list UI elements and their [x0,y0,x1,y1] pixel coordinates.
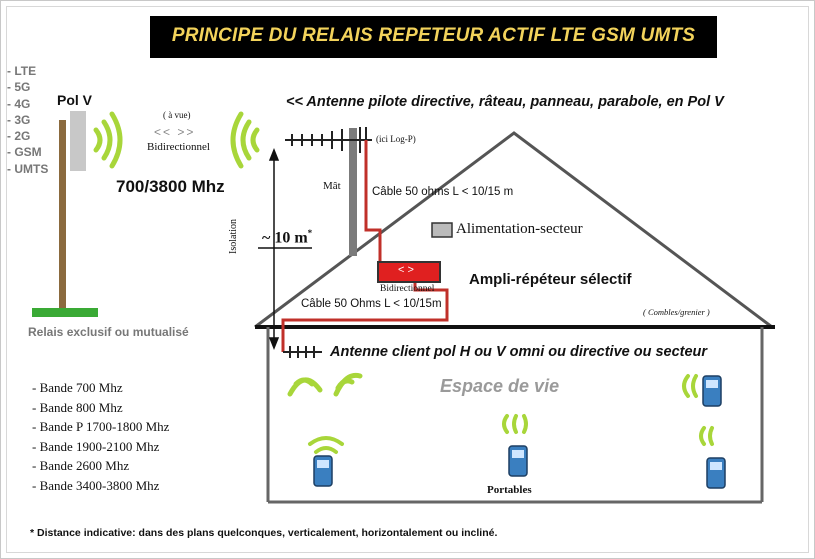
client-signal-icon [287,372,363,397]
pol-v-label: Pol V [57,92,93,108]
title-banner: PRINCIPE DU RELAIS REPETEUR ACTIF LTE GS… [150,16,717,58]
list-item: - LTE [7,64,37,78]
yagi-antenna-icon [285,127,372,153]
list-item: - UMTS [7,161,49,176]
alimentation-label: Alimentation-secteur [456,221,583,237]
technology-list: - LTE - 5G - 4G - 3G - 2G - GSM - UMTS [7,64,48,178]
isolation-label: Isolation [228,219,239,254]
list-item: - GSM [7,145,42,160]
portables-label: Portables [487,484,532,496]
phone-icon [682,374,722,407]
mat-label: Mât [323,180,341,192]
cable-bottom-label: Câble 50 Ohms L < 10/15m [301,298,442,310]
relay-caption: Relais exclusif ou mutualisé [28,325,189,339]
relay-ground [32,308,98,317]
espace-label: Espace de vie [440,376,560,396]
list-item: - Bande 700 Mhz [32,380,123,395]
list-item: - Bande P 1700-1800 Mhz [32,419,170,434]
list-item: - Bande 2600 Mhz [32,458,130,473]
list-item: - 2G [7,129,31,144]
page-title: PRINCIPE DU RELAIS REPETEUR ACTIF LTE GS… [171,25,696,46]
client-antenna-icon [283,346,322,358]
power-supply-box [431,222,453,238]
cable-top-label: Câble 50 ohms L < 10/15 m [372,186,514,198]
distance-arrow [268,147,280,351]
relay-signal-icon [93,111,123,169]
phone-icon [502,414,528,477]
relay-pole [59,120,66,310]
list-item: - Bande 3400-3800 Mhz [32,477,160,493]
relay-antenna-panel [70,111,86,171]
distance-label: ~ 10 m* [262,228,313,247]
list-item: - 4G [7,96,31,111]
a-vue-label: ( à vue) [163,110,191,120]
ici-logp-label: (ici Log-P) [376,134,416,144]
bidirectionnel-label: Bidirectionnel [147,141,210,153]
phone-icon [308,436,344,487]
inner-frame [6,6,809,553]
frequency-label: 700/3800 Mhz [116,177,225,196]
phone-icon [699,426,726,489]
list-item: - Bande 1900-2100 Mhz [32,438,160,454]
bidirectional-arrows: << >> [154,125,196,139]
bidirectionnel-amp-label: Bidirectionnel [380,284,435,294]
list-item: - Bande 800 Mhz [32,399,123,415]
cable-bottom [281,281,449,352]
cable-top [364,140,382,262]
client-antenna-label: Antenne client pol H ou V omni ou direct… [330,344,708,360]
house-roof [254,131,773,329]
amplifier-box [377,261,441,283]
pilot-antenna-label: << Antenne pilote directive, râteau, pan… [286,94,724,110]
pilot-signal-icon [230,111,260,169]
list-item: - 3G [7,112,31,127]
amp-arrows: < > [398,264,414,276]
list-item: - 5G [7,80,31,95]
mast [349,128,357,256]
ampli-label: Ampli-répéteur sélectif [469,271,632,288]
footnote: * Distance indicative: dans des plans qu… [30,527,498,539]
combles-label: ( Combles/grenier ) [643,307,710,317]
band-list: - Bande 700 Mhz - Bande 800 Mhz - Bande … [32,380,169,497]
